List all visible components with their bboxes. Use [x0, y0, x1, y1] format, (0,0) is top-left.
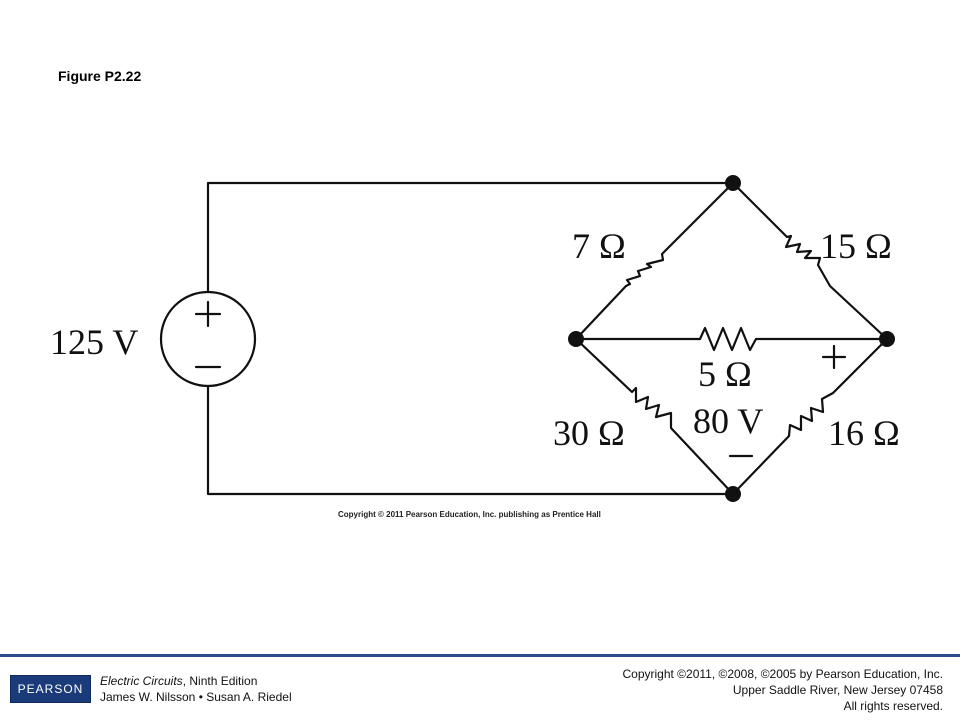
- copyright-line-2: Upper Saddle River, New Jersey 07458: [732, 683, 943, 697]
- book-edition: , Ninth Edition: [182, 674, 258, 688]
- source-voltage-label: 125 V: [50, 322, 138, 362]
- resistor-7-label: 7 Ω: [572, 226, 626, 266]
- resistor-15-label: 15 Ω: [820, 226, 892, 266]
- footer-divider: [0, 654, 960, 657]
- resistor-30-label: 30 Ω: [553, 413, 625, 453]
- figure-title: Figure P2.22: [58, 68, 142, 84]
- figure-copyright: Copyright © 2011 Pearson Education, Inc.…: [338, 510, 601, 519]
- resistor-5-label: 5 Ω: [698, 354, 752, 394]
- voltage-80-label: 80 V: [693, 401, 763, 441]
- resistor-16-ohm: [731, 337, 889, 496]
- book-title-line: Electric Circuits, Ninth Edition: [100, 673, 292, 689]
- circuit-nodes: [568, 175, 895, 502]
- wire-top: [206, 181, 735, 294]
- resistor-16-label: 16 Ω: [828, 413, 900, 453]
- resistor-5-ohm: [574, 326, 889, 352]
- node-left: [568, 331, 584, 347]
- book-title: Electric Circuits: [100, 674, 183, 688]
- node-bottom: [725, 486, 741, 502]
- resistor-15-ohm: [731, 181, 889, 341]
- book-info: Electric Circuits, Ninth Edition James W…: [100, 673, 292, 705]
- resistor-30-ohm: [574, 337, 735, 496]
- voltage-source-circle: [159, 290, 257, 388]
- publisher-copyright: Copyright ©2011, ©2008, ©2005 by Pearson…: [622, 666, 943, 714]
- node-right: [879, 331, 895, 347]
- book-authors: James W. Nilsson • Susan A. Riedel: [100, 690, 292, 704]
- copyright-line-1: Copyright ©2011, ©2008, ©2005 by Pearson…: [622, 667, 943, 681]
- wire-bottom: [206, 384, 735, 496]
- pearson-logo: PEARSON: [10, 675, 91, 703]
- copyright-line-3: All rights reserved.: [843, 699, 943, 713]
- resistor-7-ohm: [574, 181, 735, 341]
- node-top: [725, 175, 741, 191]
